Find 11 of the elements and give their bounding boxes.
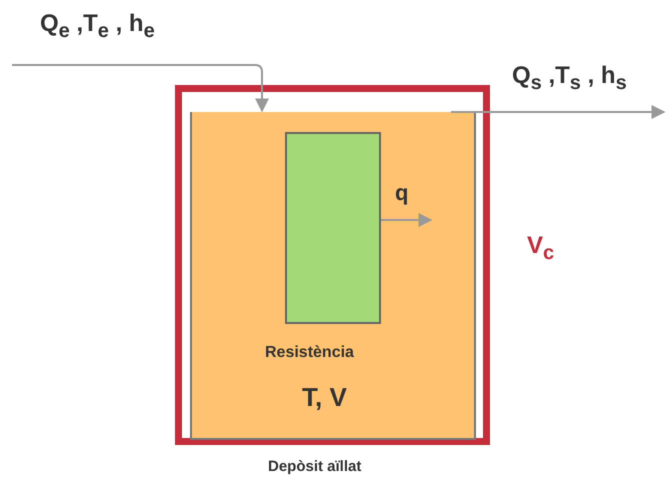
heat-flow-arrow: [381, 213, 432, 227]
flow-arrow: [451, 105, 666, 119]
edge-label: q: [395, 180, 408, 206]
edge-label: Q$_{s}$ ,T$_{s}$ , h$_{s}$: [512, 62, 627, 95]
state-label: T, V: [302, 382, 347, 413]
tank: [190, 112, 476, 440]
flow-arrow: [12, 64, 269, 112]
edge-label: Q$_{e}$ ,T$_{e}$ , h$_{e}$: [40, 10, 155, 43]
tank-caption: Depòsit aïllat: [268, 458, 362, 475]
heater-label: Resistència: [265, 344, 354, 362]
volume-label: V$_{c}$: [527, 232, 554, 265]
